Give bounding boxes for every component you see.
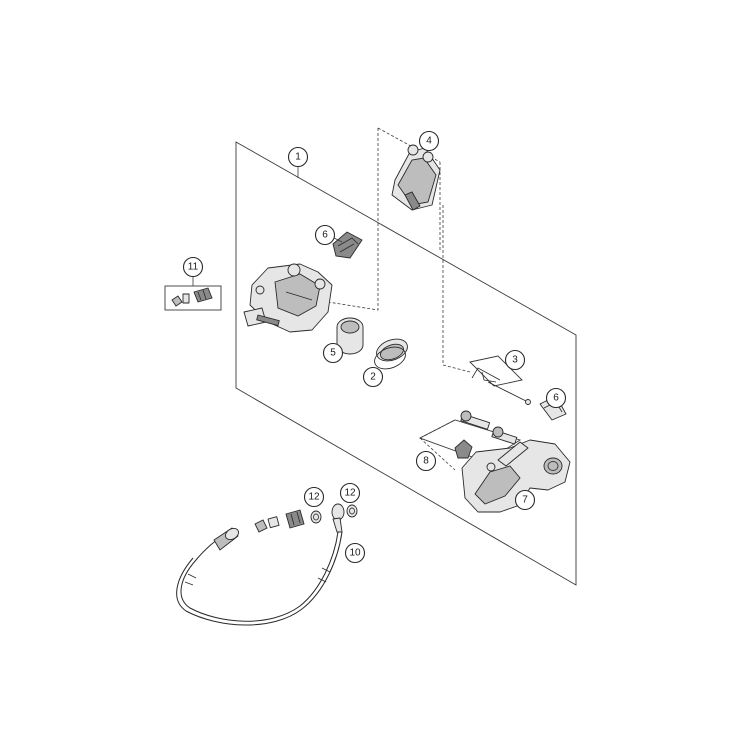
guide-bolts-part <box>418 410 522 463</box>
callout-10-label: 10 <box>349 548 361 559</box>
slide-pins-part <box>469 355 531 405</box>
piston-part <box>336 317 364 355</box>
bleeder-kit-part <box>164 276 222 311</box>
callout-3-label: 3 <box>512 355 518 366</box>
callout-6-top: 6 <box>314 224 336 246</box>
callout-12-right-label: 12 <box>344 488 356 499</box>
callout-4: 4 <box>418 130 440 152</box>
washer-parts <box>310 504 358 524</box>
callout-10: 10 <box>344 542 366 564</box>
callout-8-label: 8 <box>423 456 429 467</box>
callout-7: 7 <box>514 489 536 511</box>
callout-4-label: 4 <box>426 136 432 147</box>
callout-8: 8 <box>415 450 437 472</box>
callout-5: 5 <box>322 342 344 364</box>
callout-6-right-label: 6 <box>553 393 559 404</box>
seal-ring-part <box>374 338 408 370</box>
callout-1-label: 1 <box>295 152 301 163</box>
callout-1: 1 <box>287 146 309 168</box>
banjo-fittings-part <box>254 509 305 533</box>
callout-6-top-label: 6 <box>322 230 328 241</box>
callout-11-label: 11 <box>188 262 199 273</box>
callout-12-left: 12 <box>303 486 325 508</box>
callout-12-right: 12 <box>339 482 361 504</box>
callout-2: 2 <box>362 366 384 388</box>
callout-7-label: 7 <box>522 495 528 506</box>
callout-12-left-label: 12 <box>308 492 320 503</box>
callout-5-label: 5 <box>330 348 336 359</box>
callout-2-label: 2 <box>370 372 376 383</box>
caliper-bracket-part <box>461 439 571 513</box>
brake-pads-part <box>391 144 441 211</box>
caliper-body-part <box>243 263 333 333</box>
callout-11: 11 <box>182 256 204 278</box>
callout-6-right: 6 <box>545 387 567 409</box>
pad-spring-part-top <box>332 231 363 259</box>
brake-hose-part <box>176 503 345 626</box>
assembly-frame <box>235 141 577 586</box>
callout-3: 3 <box>504 349 526 371</box>
